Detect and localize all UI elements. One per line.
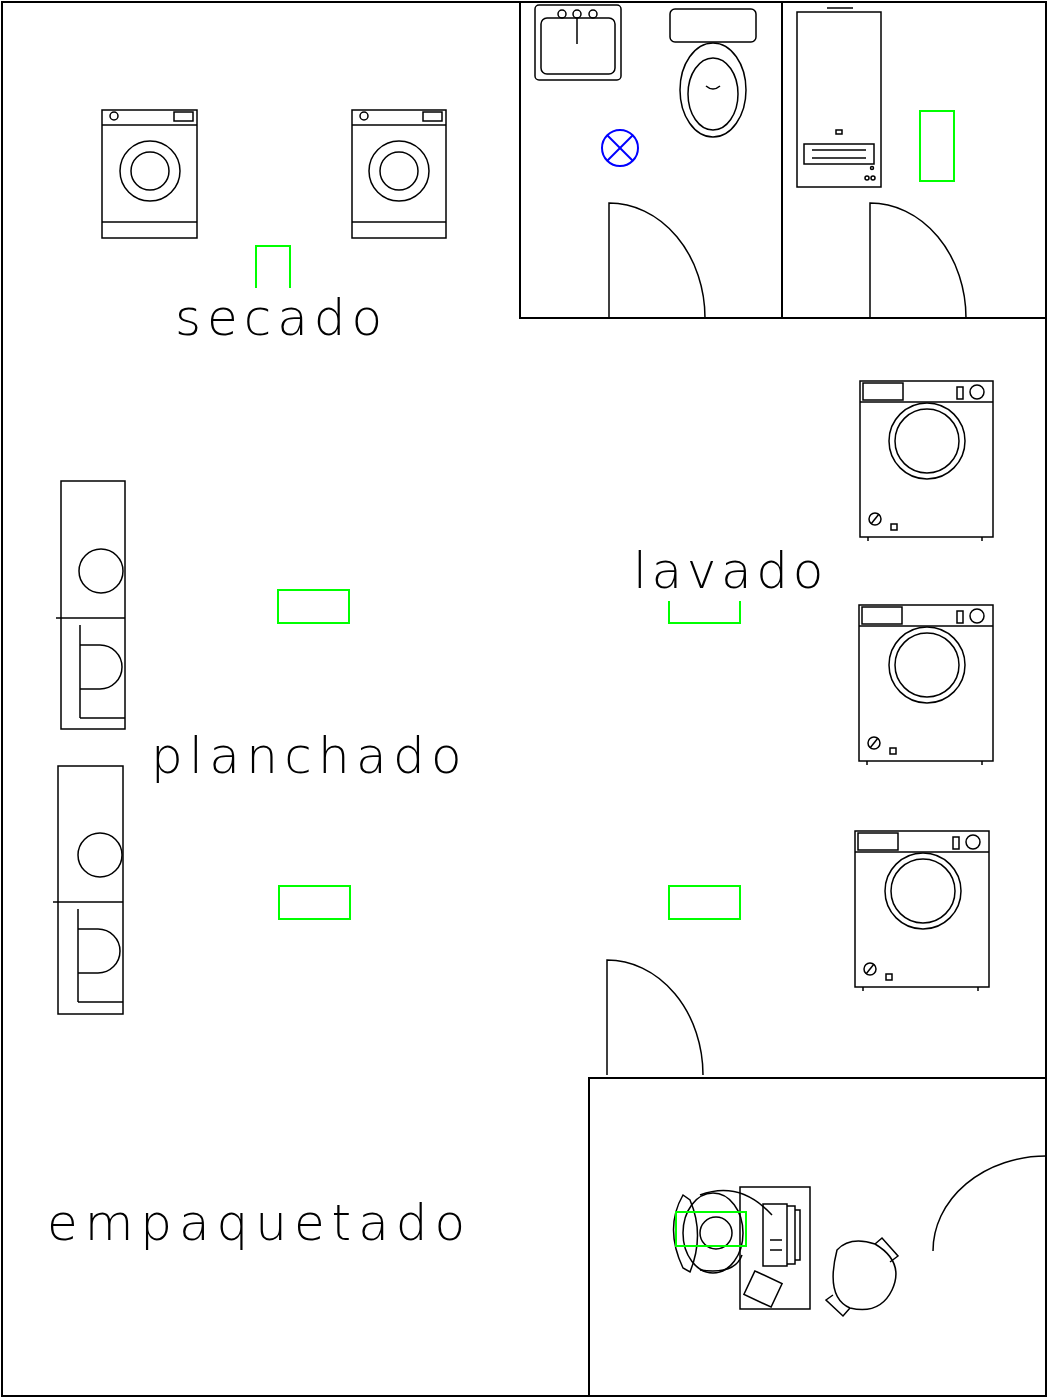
light-symbol (602, 130, 638, 166)
zone-label: secado (173, 288, 390, 348)
sanitary-fixtures (535, 5, 881, 187)
dryer-symbol (102, 110, 446, 238)
zone-label: empaquetado (45, 1193, 474, 1253)
zone-label: planchado (149, 726, 470, 786)
sensor-symbol (256, 111, 954, 1246)
bathroom-wall (520, 2, 1046, 318)
zone-label: lavado (631, 541, 830, 601)
washer-symbol (855, 381, 993, 991)
ironing-board-symbol (53, 481, 125, 1014)
doors (607, 203, 1046, 1251)
office-wall (589, 1078, 1046, 1396)
office-furniture (674, 1187, 899, 1316)
